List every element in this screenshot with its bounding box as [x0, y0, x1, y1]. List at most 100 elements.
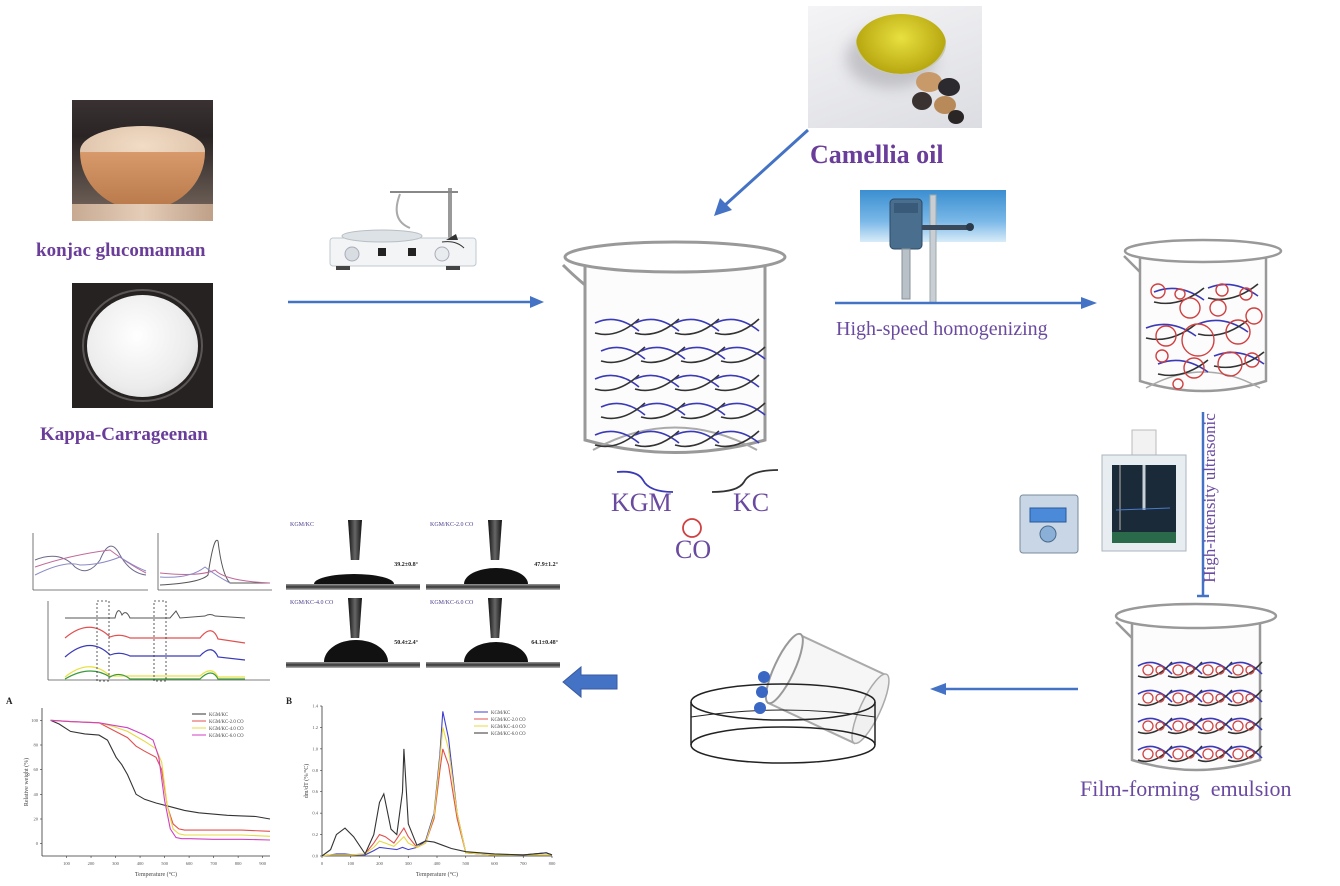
y-tick-label: 20 [34, 817, 39, 822]
co-label: CO [675, 535, 712, 564]
series-line [50, 719, 271, 832]
emulsion-beaker [1114, 602, 1278, 772]
x-tick-label: 600 [491, 861, 499, 866]
camellia-oil-photo [808, 6, 982, 128]
water-droplet [464, 642, 528, 662]
x-tick-label: 300 [405, 861, 413, 866]
y-tick-label: 100 [31, 718, 39, 723]
y-axis-label: Relative weight (%) [23, 758, 30, 806]
kgm-label: KGM [611, 488, 672, 517]
legend-entry: KGM/KC-4.0 CO [209, 727, 244, 732]
x-tick-label: 700 [210, 861, 218, 866]
arrow-oil-to-beaker [714, 128, 810, 216]
y-tick-label: 60 [34, 767, 39, 772]
x-tick-label: 500 [462, 861, 470, 866]
y-tick-label: 0.6 [312, 789, 318, 794]
kappa-carrageenan-label: Kappa-Carrageenan [40, 424, 208, 445]
konjac-glucomannan-photo [72, 100, 213, 221]
water-droplet [314, 574, 394, 584]
needle-icon [488, 520, 502, 560]
homogenizer-icon [889, 194, 974, 304]
series-line [50, 719, 271, 837]
mixing-beaker [561, 240, 787, 454]
kc-chain-icon [711, 469, 779, 493]
homogenized-beaker [1123, 238, 1283, 393]
emulsion-label: Film-forming emulsion [1080, 776, 1292, 801]
arrow-mix-to-beaker [288, 296, 544, 308]
x-tick-label: 200 [376, 861, 384, 866]
x-tick-label: 0 [321, 861, 324, 866]
needle-icon [488, 598, 502, 638]
contact-angle-value: 50.4±2.4° [394, 640, 418, 646]
homogenizing-label: High-speed homogenizing [836, 318, 1048, 340]
substrate-line [286, 662, 420, 668]
legend-entry: KGM/KC [491, 711, 510, 716]
series-line [50, 719, 271, 820]
xrd-mini-plot-left [32, 533, 148, 591]
x-tick-label: 700 [520, 861, 528, 866]
water-droplet [324, 640, 388, 662]
legend-entry: KGM/KC-4.0 CO [491, 725, 526, 730]
y-tick-label: 80 [34, 743, 39, 748]
kappa-carrageenan-photo [72, 283, 213, 408]
y-tick-label: 40 [34, 792, 39, 797]
water-droplet [464, 568, 528, 584]
series-line [321, 748, 553, 857]
arrow-to-characterization [562, 665, 618, 699]
y-tick-label: 0.8 [312, 768, 318, 773]
legend-entry: KGM/KC-2.0 CO [491, 718, 526, 723]
kc-label: KC [733, 488, 770, 517]
contact-angle-value: 64.1±0.48° [531, 640, 558, 646]
x-tick-label: 100 [347, 861, 355, 866]
arrow-ultrasonic [1197, 412, 1209, 598]
pouring-beaker-icon [764, 632, 890, 745]
x-tick-label: 800 [235, 861, 243, 866]
casting-petri-dish [690, 632, 890, 764]
y-tick-label: 1.4 [312, 704, 318, 709]
contact-angle-panel: KGM/KC-6.0 CO 64.1±0.48° [424, 598, 562, 674]
sample-label: KGM/KC-4.0 CO [290, 600, 334, 606]
x-axis-label: Temperature (°C) [135, 871, 177, 878]
substrate-line [426, 584, 560, 590]
droplet-3 [754, 702, 766, 714]
magnetic-stirrer-icon [329, 188, 477, 270]
substrate-line [286, 584, 420, 590]
camellia-oil-label: Camellia oil [810, 140, 944, 169]
x-tick-label: 400 [434, 861, 442, 866]
x-tick-label: 100 [63, 861, 71, 866]
legend-entry: KGM/KC-6.0 CO [209, 734, 244, 739]
needle-icon [348, 520, 362, 560]
legend-entry: KGM/KC-2.0 CO [209, 720, 244, 725]
y-tick-label: 1.0 [312, 746, 318, 751]
series-line [50, 719, 271, 841]
x-tick-label: 200 [88, 861, 96, 866]
y-tick-label: 0 [36, 841, 39, 846]
contact-angle-value: 47.9±1.2° [534, 562, 558, 568]
ftir-xrd-panels [32, 533, 272, 682]
y-axis-label: dm/dT (%/°C) [303, 764, 310, 798]
x-axis-label: Temperature (°C) [416, 871, 458, 878]
x-tick-label: 600 [186, 861, 194, 866]
sample-label: KGM/KC-6.0 CO [430, 600, 474, 606]
droplet-2 [756, 686, 768, 698]
chart-title: A [6, 696, 13, 706]
x-tick-label: 500 [161, 861, 169, 866]
y-tick-label: 0.2 [312, 832, 318, 837]
arrow-homogenizing [835, 297, 1097, 309]
ftir-mini-plot [47, 600, 270, 682]
y-tick-label: 0.0 [312, 854, 318, 859]
y-tick-label: 1.2 [312, 725, 318, 730]
substrate-line [426, 662, 560, 668]
series-line [321, 748, 552, 857]
kgm-chain-icon [616, 470, 674, 493]
legend-entry: KGM/KC [209, 713, 228, 718]
droplet-1 [758, 671, 770, 683]
sample-label: KGM/KC-2.0 CO [430, 522, 474, 528]
ultrasonic-device-icon [1019, 429, 1187, 554]
x-tick-label: 800 [549, 861, 557, 866]
arrow-emulsion-to-casting [930, 683, 1078, 695]
x-tick-label: 300 [112, 861, 120, 866]
